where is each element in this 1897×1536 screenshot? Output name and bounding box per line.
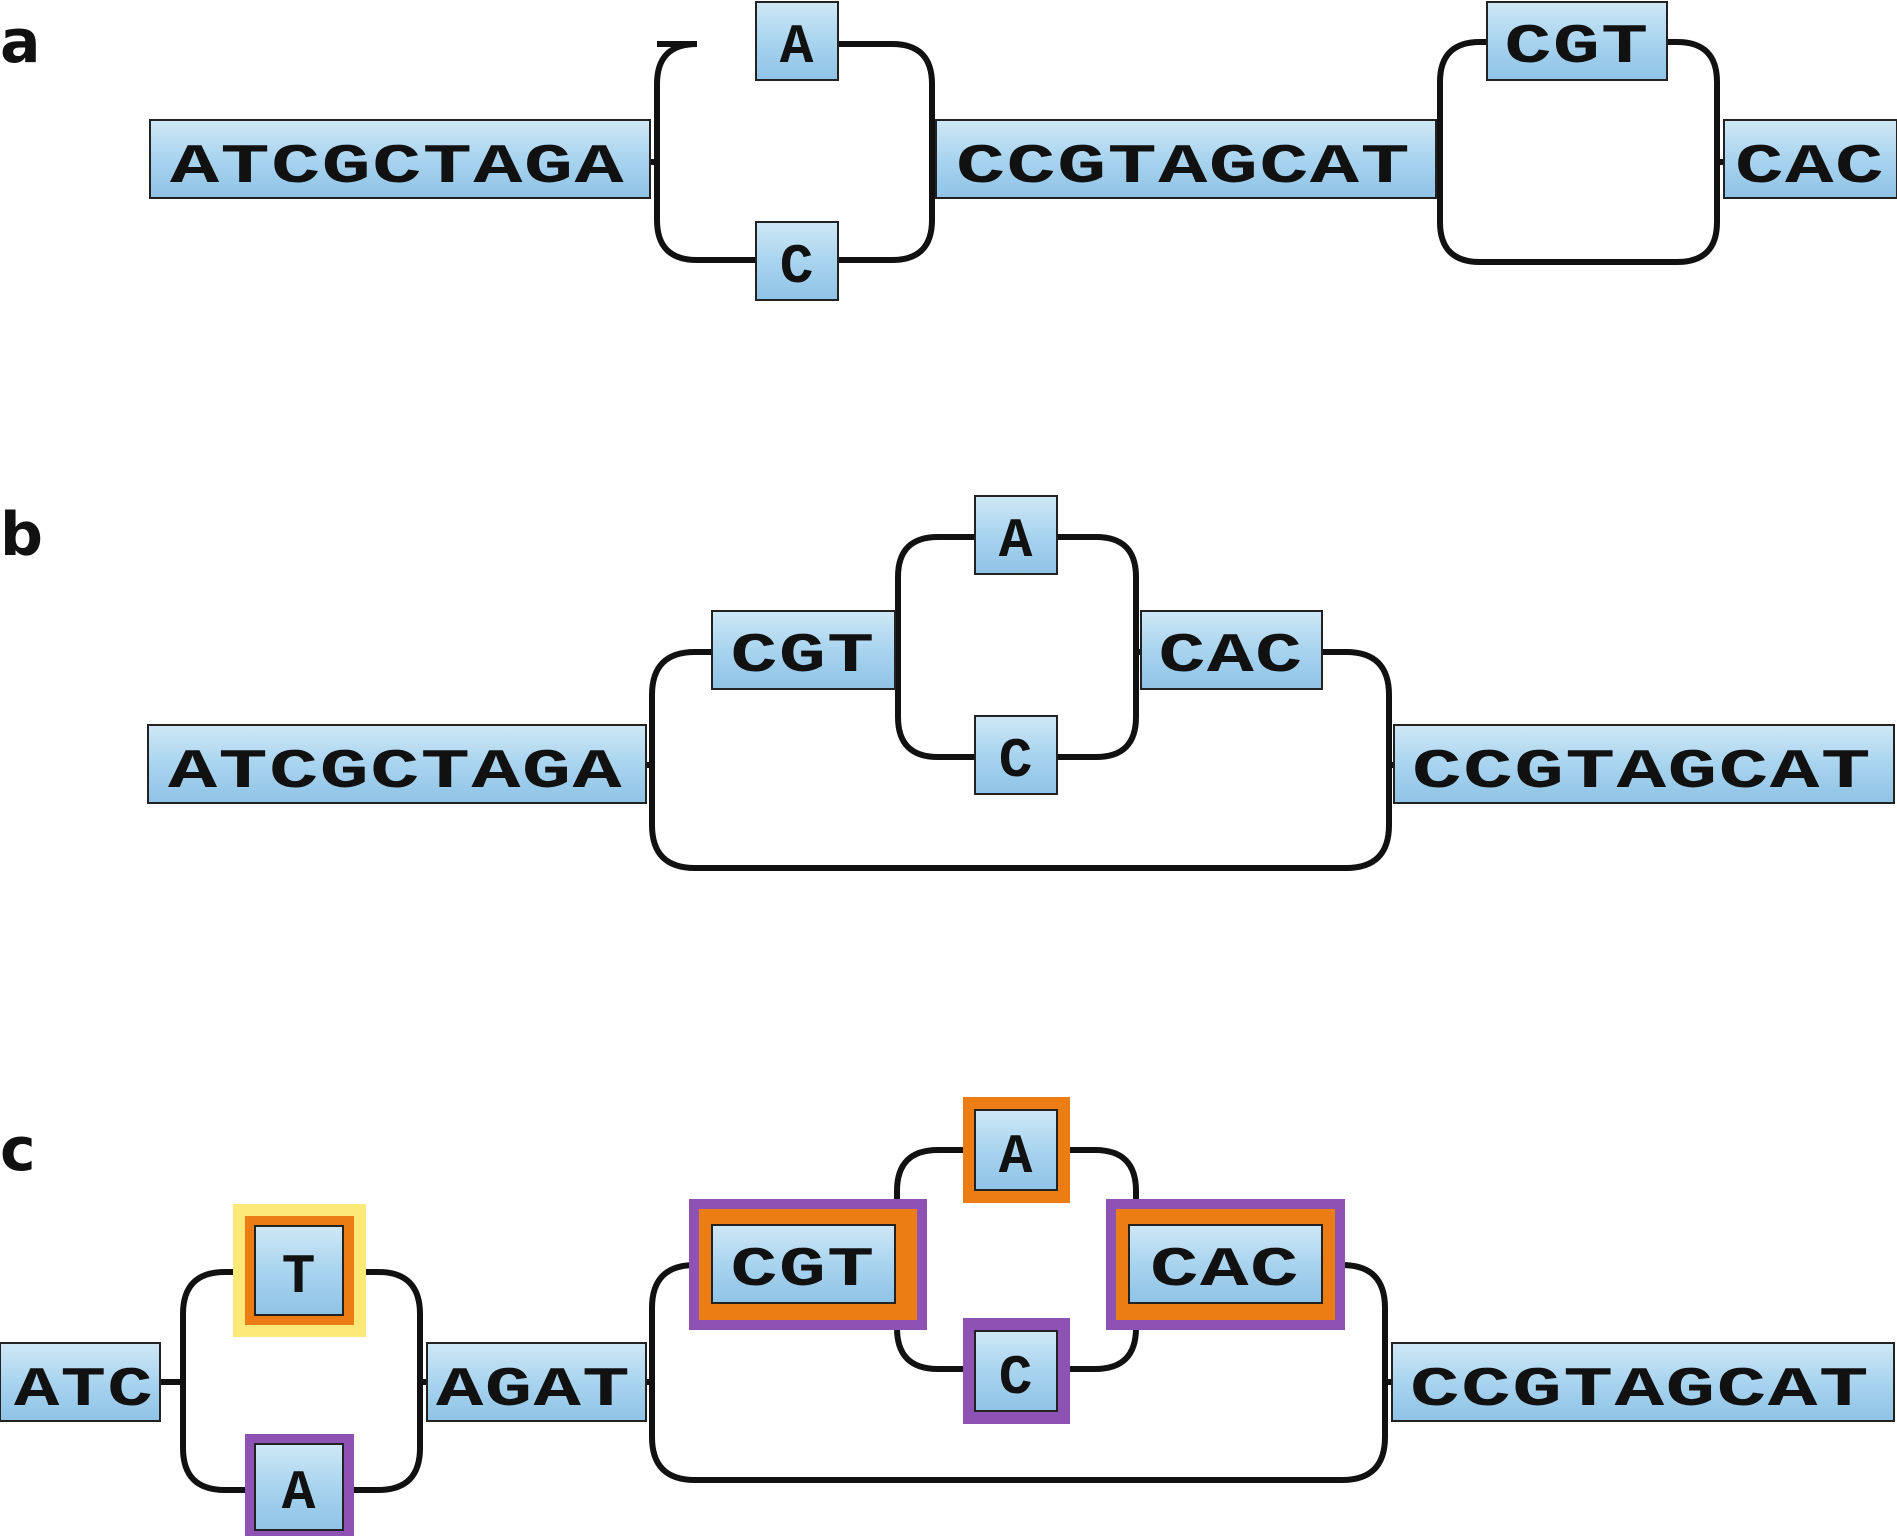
segment-label: CCGTAGCAT (956, 135, 1411, 199)
segment-node: C (755, 221, 839, 301)
panel-c-label: c (0, 1115, 36, 1185)
panel-b-label: b (0, 500, 43, 570)
segment-label: ATCGCTAGA (170, 135, 625, 199)
segment-label: CAC (1735, 135, 1885, 199)
segment-node: ATCGCTAGA (147, 724, 647, 804)
segment-label: CCGTAGCAT (1410, 1358, 1870, 1422)
segment-node: CCGTAGCAT (1391, 1342, 1895, 1422)
segment-node: ATCGCTAGA (149, 119, 651, 199)
segment-node: A (974, 495, 1058, 575)
segment-label: A (780, 15, 815, 79)
segment-label: C (999, 729, 1034, 793)
panel-a: a ATCGCTAGA A C CCGTAGCAT CGT CAC (0, 1, 1897, 301)
segment-node: C (974, 715, 1058, 795)
segment-node: ATC (0, 1342, 161, 1422)
segment-node: CAC (1140, 610, 1323, 690)
segment-node: AGAT (426, 1342, 647, 1422)
segment-node: CCGTAGCAT (1393, 724, 1895, 804)
segment-label: CAC (1150, 1238, 1300, 1302)
panel-b: b ATCGCTAGA CGT A C CAC CCGTAGCAT (0, 495, 1895, 871)
segment-label: C (780, 235, 815, 299)
segment-label: T (282, 1245, 317, 1309)
segment-label: A (999, 1125, 1034, 1189)
segment-node: CGT (711, 610, 896, 690)
segment-label: AGAT (436, 1358, 631, 1422)
panel-a-label: a (0, 7, 41, 77)
segment-label: ATC (14, 1358, 154, 1422)
segment-label: CGT (731, 1238, 876, 1302)
segment-node: C (974, 1330, 1058, 1412)
segment-node: CGT (711, 1224, 896, 1304)
segment-node: CCGTAGCAT (935, 119, 1437, 199)
panel-a-bubble-1 (646, 41, 936, 263)
segment-node: A (254, 1443, 344, 1531)
segment-node: A (755, 1, 839, 81)
segment-node: A (974, 1109, 1058, 1191)
segment-label: ATCGCTAGA (168, 740, 623, 804)
segment-label: CCGTAGCAT (1412, 740, 1872, 804)
segment-label: C (999, 1346, 1034, 1410)
panel-b-inner-bubble (895, 534, 1141, 760)
highlight-frames (233, 1097, 1345, 1536)
segment-node: CGT (1486, 1, 1668, 81)
segment-node: CAC (1128, 1224, 1323, 1304)
segment-label: A (282, 1461, 317, 1525)
segment-label: A (999, 509, 1034, 573)
segment-label: CGT (731, 624, 876, 688)
segment-label: CGT (1505, 15, 1650, 79)
panel-c-left-bubble (160, 1269, 427, 1493)
segment-node: T (254, 1225, 344, 1316)
segment-node: CAC (1723, 119, 1897, 199)
segment-label: CAC (1159, 624, 1304, 688)
panel-c: c ATC T A (0, 1097, 1895, 1536)
